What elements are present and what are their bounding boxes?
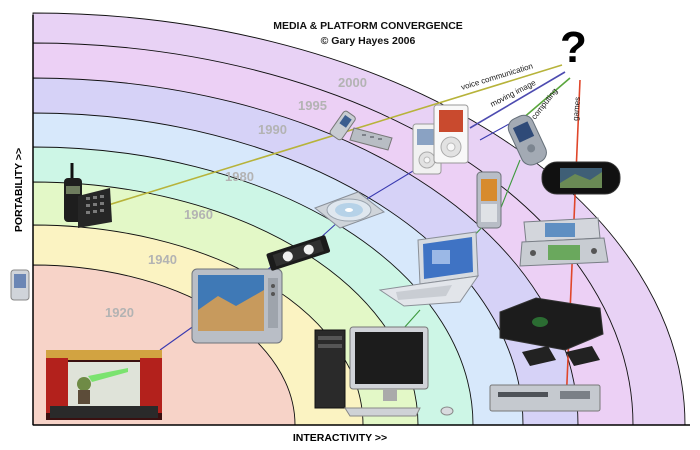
- psp-image: [541, 161, 621, 195]
- moving-image-label: moving image: [489, 78, 538, 109]
- computing-label: computing: [529, 87, 559, 122]
- decade-label: 1920: [105, 305, 134, 320]
- question-mark: ?: [560, 23, 587, 72]
- x-axis-label: INTERACTIVITY >>: [293, 432, 387, 444]
- side-pda-image: [10, 269, 30, 301]
- voice-communication-line: [91, 64, 563, 211]
- diagram-title: MEDIA & PLATFORM CONVERGENCE: [273, 20, 463, 32]
- pda-smartphone-connector: [499, 159, 521, 211]
- decade-label: 1980: [225, 169, 254, 184]
- decade-label: 1990: [258, 122, 287, 137]
- decade-label: 2000: [338, 75, 367, 90]
- smartphone-image: [507, 114, 547, 166]
- dvd-player-image: [489, 384, 601, 412]
- moving-image-line: [469, 71, 566, 129]
- flip-phone-image: [329, 110, 393, 151]
- cinema-image: [46, 350, 162, 420]
- desktop-computer-image: [314, 326, 454, 417]
- cd-disc-image: [313, 191, 386, 229]
- y-axis-label: PORTABILITY >>: [13, 148, 25, 232]
- cd-ipod-connector: [364, 167, 419, 201]
- television-image: [191, 268, 283, 344]
- diagram-credit: © Gary Hayes 2006: [321, 35, 416, 47]
- games-label: games: [571, 96, 582, 121]
- decade-labels: 1920 1940 1960 1980 1990 1995 2000: [105, 75, 367, 320]
- cordless-phone-image: [64, 163, 112, 228]
- decade-label: 1940: [148, 252, 177, 267]
- decade-label: 1995: [298, 98, 327, 113]
- vhs-tape-image: [266, 235, 331, 271]
- laptop-image: [378, 231, 480, 307]
- decade-label: 1960: [184, 207, 213, 222]
- ipod-image: [412, 104, 469, 175]
- pda-phone-image: [476, 171, 502, 229]
- xbox-image: [499, 297, 604, 366]
- nintendo-ds-image: [519, 217, 609, 267]
